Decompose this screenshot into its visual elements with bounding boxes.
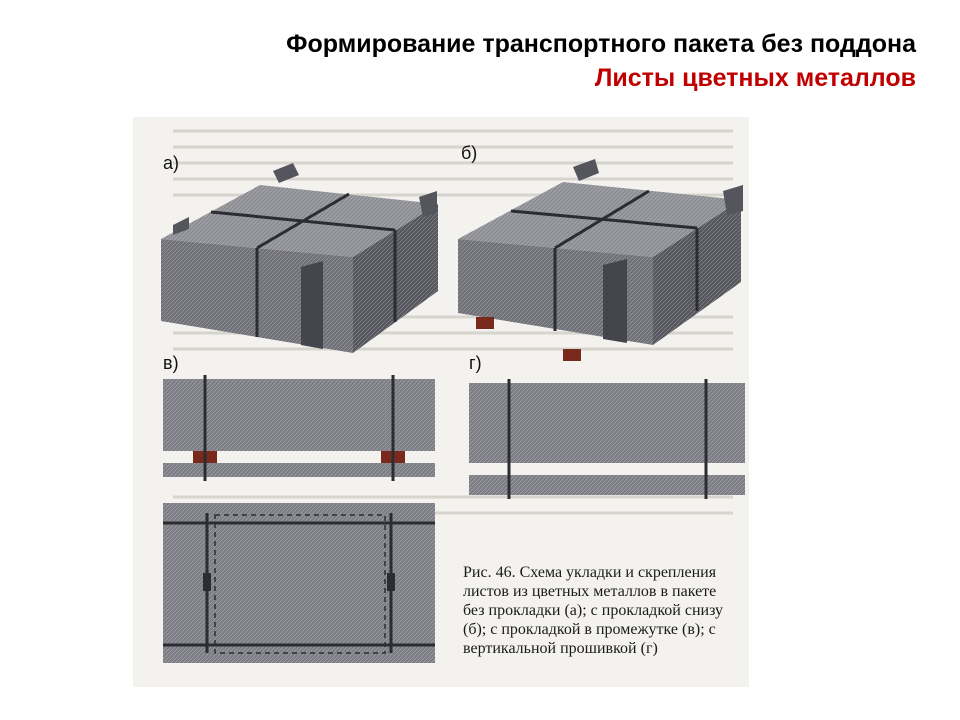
figure-caption: Рис. 46. Схема укладки и скрепления лист… — [463, 564, 724, 657]
figure-drawing — [161, 129, 745, 663]
side-view-v — [163, 375, 435, 481]
label-a: а) — [163, 153, 180, 173]
label-b: б) — [461, 143, 478, 163]
plan-view — [163, 503, 435, 663]
package-a — [161, 163, 438, 353]
page-title: Формирование транспортного пакета без по… — [286, 30, 916, 58]
page-subtitle: Листы цветных металлов — [594, 64, 916, 92]
label-v: в) — [163, 353, 179, 373]
package-b — [458, 159, 743, 361]
label-g: г) — [469, 353, 482, 373]
side-view-g — [469, 379, 745, 499]
figure-scan: а) б) в) г) Рис. 46. Схема укладки и скр… — [133, 117, 749, 687]
